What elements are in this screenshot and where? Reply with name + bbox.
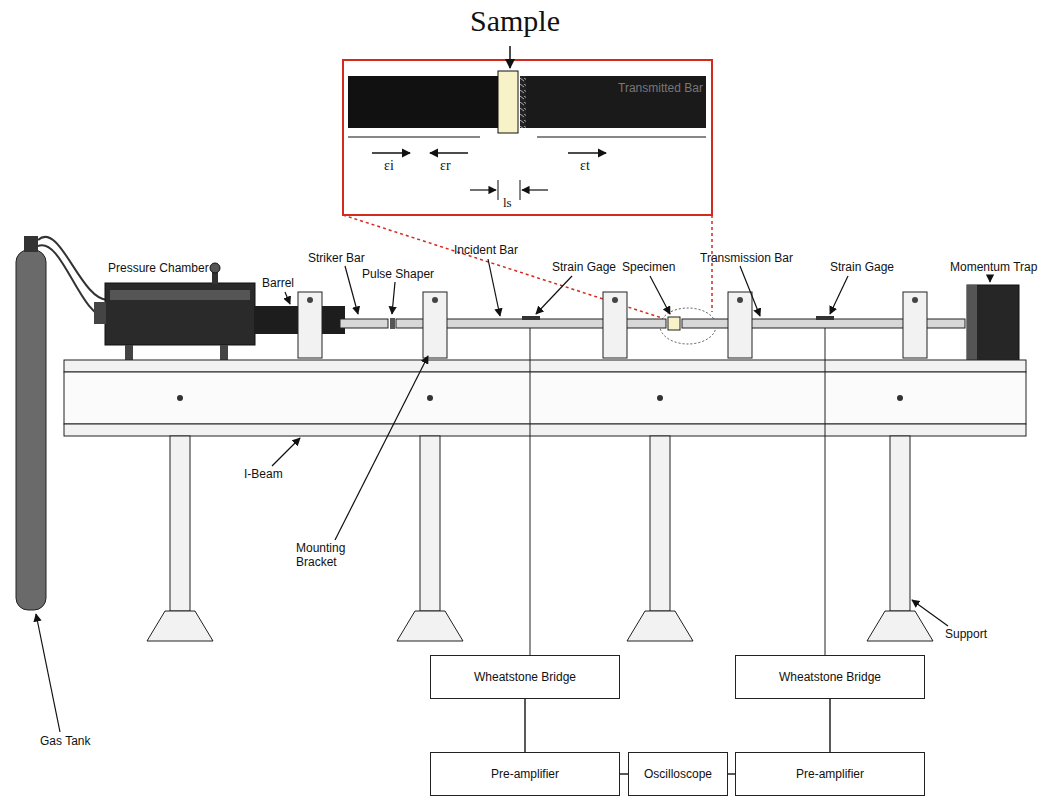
box-text: Pre-amplifier bbox=[491, 767, 559, 781]
signal-wire bbox=[524, 699, 526, 752]
box-text: Pre-amplifier bbox=[796, 767, 864, 781]
part-label: Momentum Trap bbox=[950, 261, 1037, 275]
part-label: εt bbox=[580, 158, 590, 174]
part-label: εr bbox=[440, 158, 451, 174]
box-text: Wheatstone Bridge bbox=[474, 670, 576, 684]
box-text: Oscilloscope bbox=[644, 767, 712, 781]
part-label: Incident Bar bbox=[454, 244, 518, 258]
signal-wire bbox=[728, 773, 735, 775]
part-label: Transmission Bar bbox=[700, 252, 793, 266]
part-label: Specimen bbox=[622, 261, 675, 275]
instrument-box: Wheatstone Bridge bbox=[735, 655, 925, 699]
part-label: εi bbox=[384, 158, 394, 174]
instrument-box: Wheatstone Bridge bbox=[430, 655, 620, 699]
part-label: Strain Gage bbox=[552, 261, 616, 275]
part-label: Gas Tank bbox=[40, 735, 90, 749]
part-label: Mounting Bracket bbox=[296, 542, 358, 570]
title-label: Sample bbox=[470, 4, 560, 39]
box-text: Wheatstone Bridge bbox=[779, 670, 881, 684]
instrument-box: Pre-amplifier bbox=[430, 752, 620, 796]
part-label: Support bbox=[945, 628, 987, 642]
part-label: Barrel bbox=[262, 277, 294, 291]
part-label: Striker Bar bbox=[308, 252, 365, 266]
part-label: Pressure Chamber bbox=[108, 262, 209, 276]
instrument-box: Oscilloscope bbox=[628, 752, 728, 796]
part-label: ls bbox=[503, 196, 512, 211]
part-label: Strain Gage bbox=[830, 261, 894, 275]
part-label: Transmitted Bar bbox=[618, 82, 703, 96]
instrument-box: Pre-amplifier bbox=[735, 752, 925, 796]
part-label: Pulse Shaper bbox=[362, 268, 434, 282]
signal-wire bbox=[620, 773, 628, 775]
part-label: I-Beam bbox=[244, 468, 283, 482]
signal-wire bbox=[829, 699, 831, 752]
